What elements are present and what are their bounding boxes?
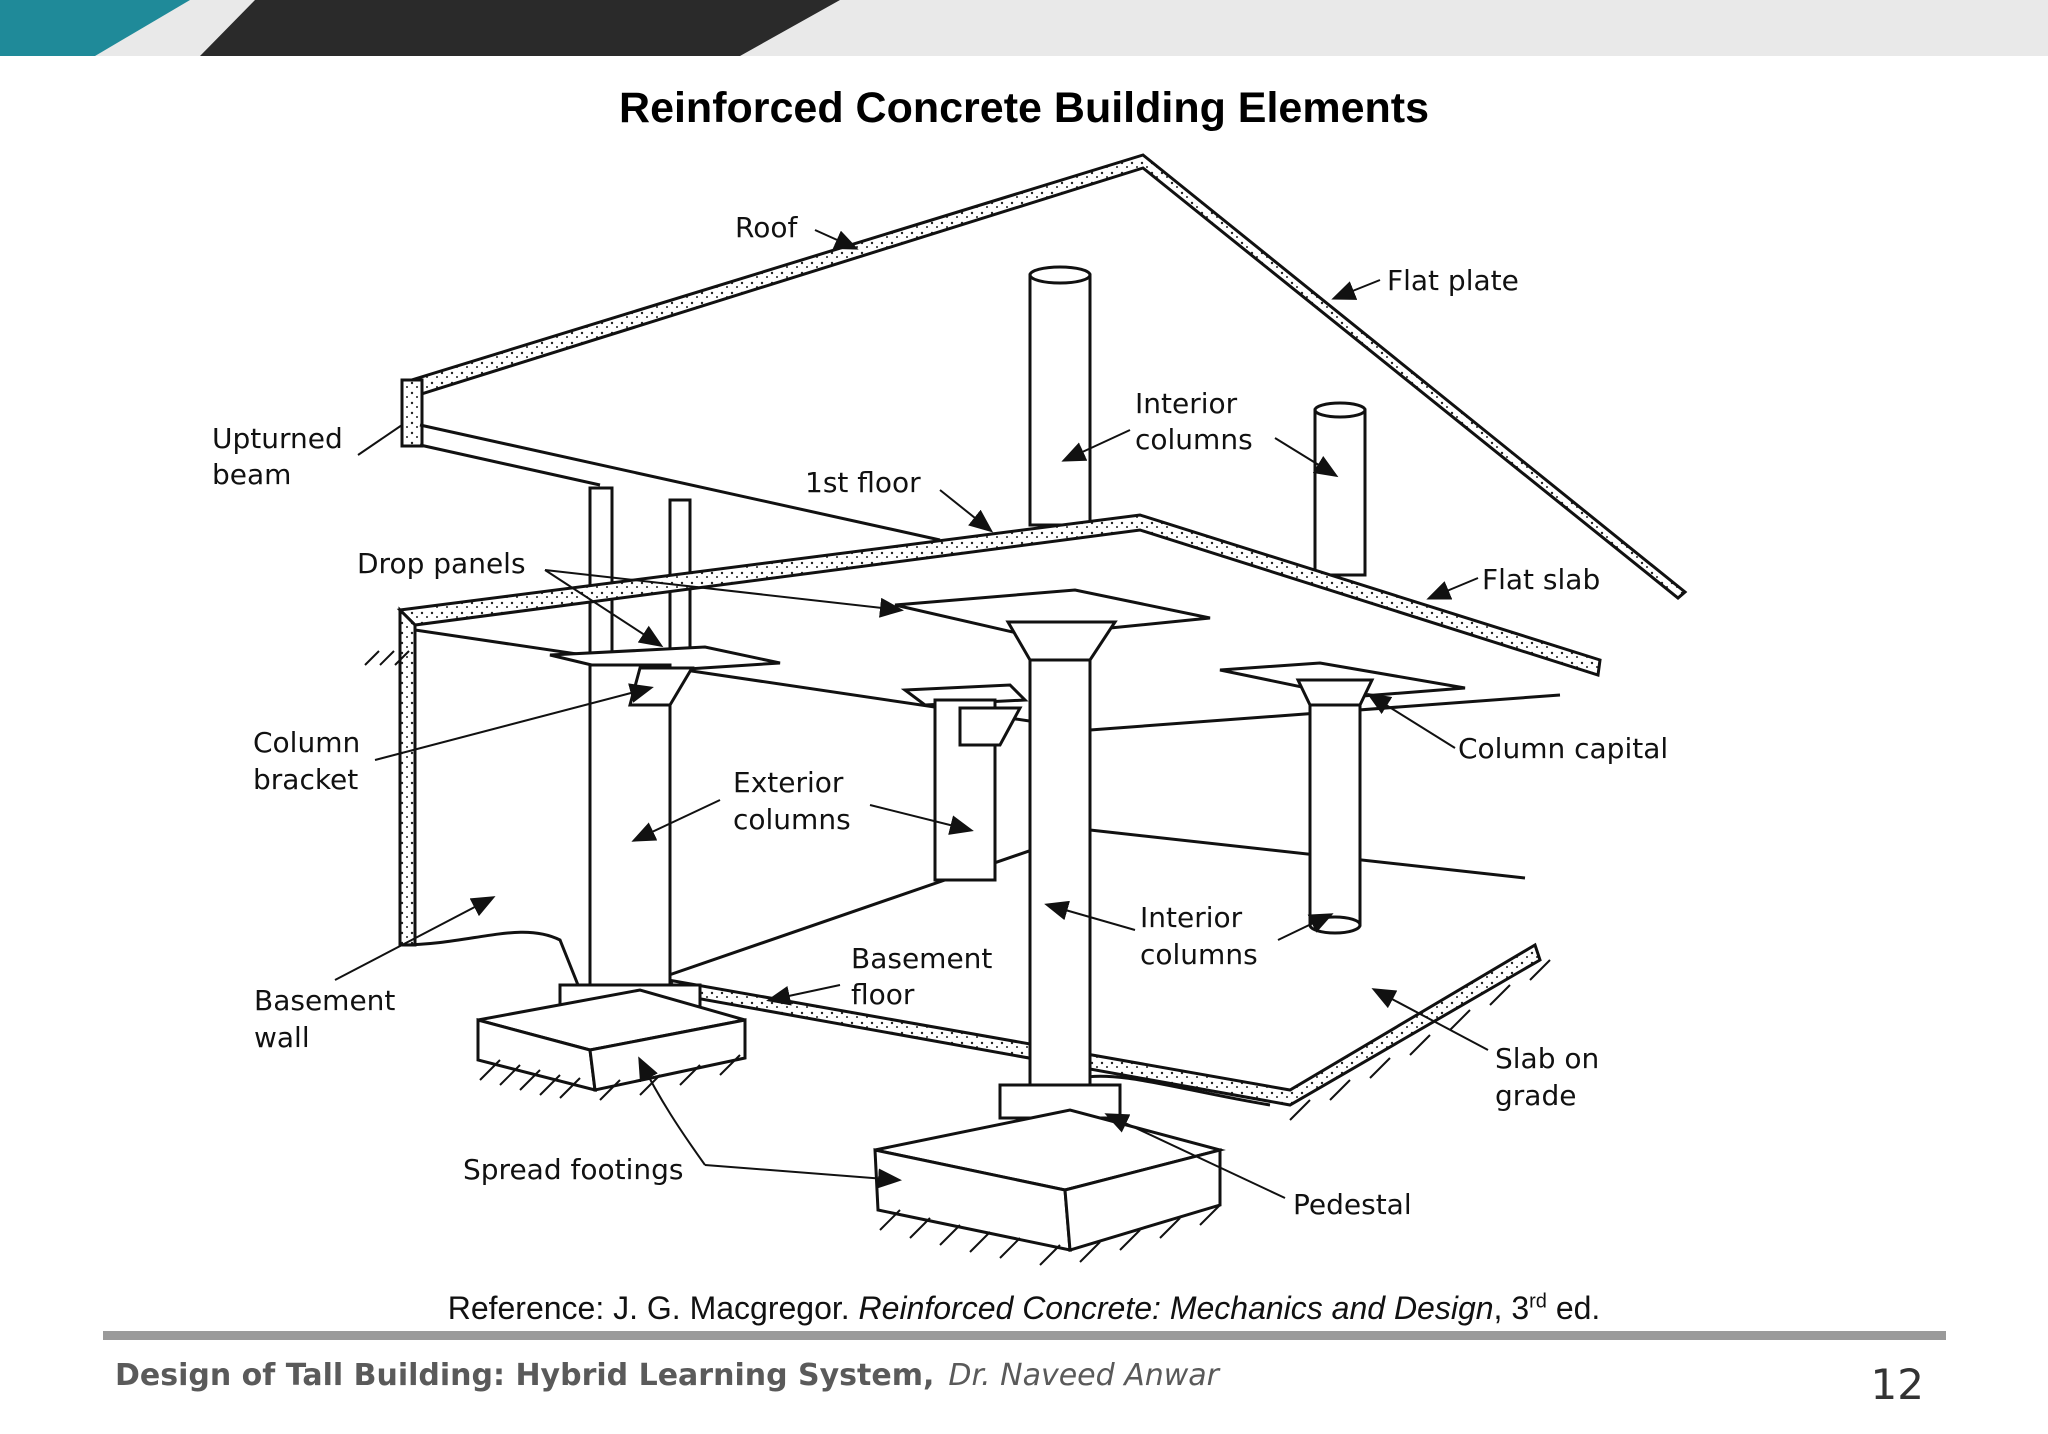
upper-exterior-column: [588, 486, 614, 655]
ground-hatch-wall: [364, 650, 410, 666]
label-interior-columns-lower-line1: Interior: [1140, 901, 1243, 934]
label-first-floor: 1st floor: [805, 466, 921, 499]
diagram-labels: Roof Flat plate Upturned beam Interior c…: [212, 211, 1668, 1221]
label-interior-columns-upper-line1: Interior: [1135, 387, 1238, 420]
label-roof: Roof: [735, 211, 798, 244]
column-bracket-back: [958, 706, 1023, 747]
reference-prefix: Reference: J. G. Macgregor.: [447, 1290, 859, 1326]
leader-spread-footings: [638, 1056, 706, 1166]
header-dark-shape: [200, 0, 840, 56]
reference-citation: Reference: J. G. Macgregor. Reinforced C…: [0, 1290, 2048, 1327]
footer: Design of Tall Building: Hybrid Learning…: [115, 1358, 1219, 1393]
column-capital-center: [1005, 620, 1118, 662]
drop-panel-center: [894, 588, 1211, 638]
leader-drop-panels: [544, 569, 664, 648]
ground-hatch-left: [479, 1054, 741, 1101]
ground-hatch-center: [879, 1204, 1221, 1266]
leader-interior-columns-lower: [1277, 913, 1334, 941]
page-number: 12: [1870, 1360, 1924, 1409]
header-decoration: [0, 0, 2048, 56]
label-column-bracket-line2: bracket: [253, 763, 358, 796]
reference-edition-number: , 3: [1493, 1290, 1530, 1326]
upper-interior-column-top: [1028, 265, 1092, 285]
upper-interior-column: [1028, 273, 1092, 527]
leader-spread-footings: [704, 1164, 902, 1189]
leader-basement-wall: [334, 896, 496, 981]
leader-exterior-columns: [631, 799, 721, 842]
roof-edge-lower: [419, 443, 601, 487]
back-wall-floor-line: [1089, 828, 1526, 880]
leader-basement-floor: [766, 984, 841, 1006]
leader-interior-columns-upper: [1274, 437, 1339, 478]
interior-column-center: [1028, 638, 1092, 1087]
label-interior-columns-upper-line2: columns: [1135, 423, 1253, 456]
label-basement-floor-line1: Basement: [851, 942, 992, 975]
leader-first-floor: [939, 489, 994, 533]
leader-interior-columns-lower: [1044, 900, 1136, 931]
reference-book-title: Reinforced Concrete: Mechanics and Desig…: [858, 1290, 1494, 1326]
leader-upturned-beam: [357, 424, 403, 456]
exterior-column-left: [588, 663, 672, 992]
leader-pedestal: [1104, 1113, 1286, 1199]
leader-exterior-columns: [869, 804, 974, 835]
upturned-beam: [400, 378, 424, 448]
label-basement-floor-line2: floor: [851, 978, 915, 1011]
interior-column-right: [1308, 698, 1362, 927]
footer-author: Dr. Naveed Anwar: [948, 1358, 1219, 1393]
label-exterior-columns-line2: columns: [733, 803, 851, 836]
reference-edition-superscript: rd: [1529, 1290, 1547, 1313]
label-basement-wall-line1: Basement: [254, 984, 395, 1017]
footer-divider: [103, 1331, 1946, 1340]
basement-wall-base: [399, 930, 582, 991]
label-flat-slab: Flat slab: [1482, 563, 1600, 596]
label-drop-panels: Drop panels: [357, 547, 526, 580]
label-pedestal: Pedestal: [1293, 1188, 1412, 1221]
leader-flat-plate: [1331, 279, 1381, 300]
basement-wall: [398, 606, 417, 947]
label-upturned-beam-line1: Upturned: [212, 422, 343, 455]
label-column-bracket-line1: Column: [253, 726, 360, 759]
label-column-capital: Column capital: [1458, 732, 1668, 765]
label-flat-plate: Flat plate: [1387, 264, 1519, 297]
column-capital-right: [1295, 678, 1375, 707]
slide-title: Reinforced Concrete Building Elements: [619, 84, 1429, 132]
upper-interior-column-top: [1313, 401, 1367, 419]
leader-drop-panels: [544, 569, 904, 618]
header-teal-shape: [0, 0, 190, 56]
label-spread-footings: Spread footings: [463, 1153, 684, 1186]
label-slab-on-grade-line2: grade: [1495, 1079, 1576, 1112]
label-slab-on-grade-line1: Slab on: [1495, 1042, 1599, 1075]
leader-column-bracket: [374, 683, 654, 761]
leader-lines: [334, 229, 1489, 1199]
leader-column-capital: [1366, 692, 1456, 749]
interior-column-right-base: [1308, 915, 1362, 935]
label-upturned-beam-line2: beam: [212, 458, 291, 491]
label-basement-wall-line2: wall: [254, 1021, 310, 1054]
footer-course-title: Design of Tall Building: Hybrid Learning…: [115, 1358, 935, 1393]
leader-interior-columns-upper: [1061, 429, 1131, 462]
leader-roof: [814, 229, 859, 250]
column-bracket: [628, 666, 695, 707]
reference-edition-suffix: ed.: [1546, 1290, 1601, 1326]
leader-slab-on-grade: [1371, 988, 1489, 1051]
slab-edge-curve: [1079, 1074, 1271, 1107]
footing-left-side: [588, 1018, 747, 1092]
upper-interior-column: [1313, 408, 1367, 577]
label-interior-columns-lower-line2: columns: [1140, 938, 1258, 971]
roof-edge: [419, 423, 941, 542]
ground-hatch-right: [1289, 959, 1551, 1121]
label-exterior-columns-line1: Exterior: [733, 766, 844, 799]
leader-flat-slab: [1426, 577, 1479, 600]
floor-edge-line: [639, 828, 1091, 987]
